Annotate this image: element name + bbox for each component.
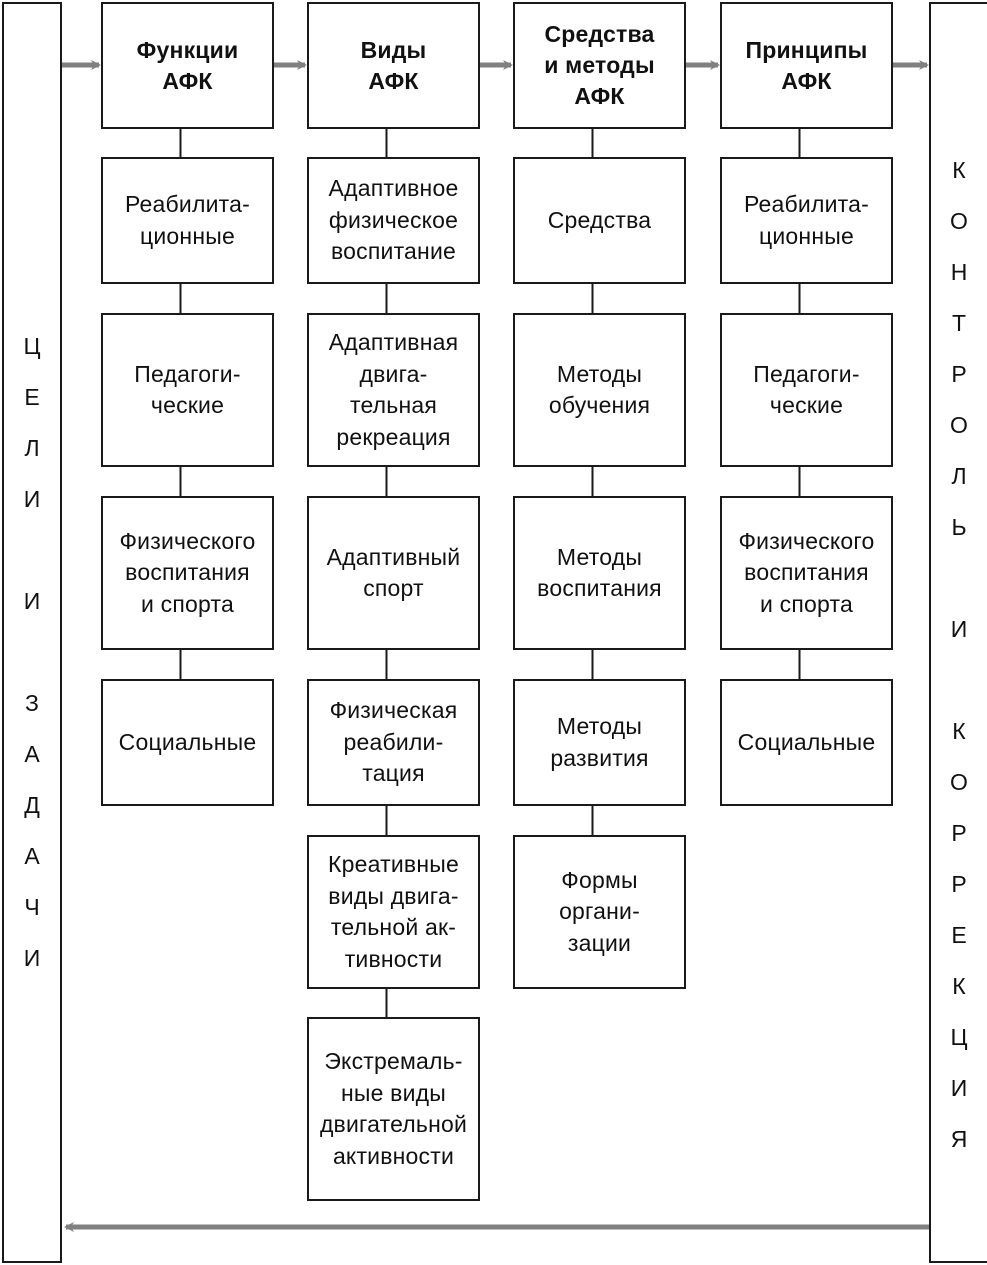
vertical-letter: Р bbox=[951, 361, 967, 387]
column-2-item-label: Адаптивный спорт bbox=[326, 543, 461, 602]
vertical-letter: Л bbox=[24, 435, 40, 461]
vertical-letter: Н bbox=[950, 259, 968, 285]
column-2-item: Адаптивная двига- тельная рекреация bbox=[307, 313, 480, 467]
column-2-item: Экстремаль- ные виды двигательной активн… bbox=[307, 1017, 480, 1201]
column-1-item: Педагоги- ческие bbox=[101, 313, 274, 467]
column-1-item: Социальные bbox=[101, 679, 274, 806]
vertical-letter: Ч bbox=[24, 894, 40, 920]
column-3-item-label: Методы воспитания bbox=[537, 543, 662, 602]
vertical-letter: О bbox=[950, 208, 968, 234]
column-header-3-label: Средства и методы АФК bbox=[544, 21, 655, 109]
column-3-item-label: Средства bbox=[547, 206, 652, 233]
vertical-letter: Е bbox=[951, 922, 967, 948]
vertical-letter: З bbox=[25, 690, 39, 716]
column-header-4-label: Принципы АФК bbox=[745, 36, 868, 94]
vertical-letter: И bbox=[23, 588, 41, 614]
column-header-3: Средства и методы АФК bbox=[513, 2, 686, 129]
column-2-item: Физическая реабили- тация bbox=[307, 679, 480, 806]
vertical-letter: А bbox=[24, 843, 40, 869]
vertical-letter: Ь bbox=[951, 514, 967, 540]
column-1-item: Физического воспитания и спорта bbox=[101, 496, 274, 650]
vertical-letter: И bbox=[23, 486, 41, 512]
column-3-item-label: Методы обучения bbox=[548, 360, 651, 419]
vertical-letter: Я bbox=[950, 1126, 968, 1152]
vertical-letter: Л bbox=[951, 463, 967, 489]
column-header-4: Принципы АФК bbox=[720, 2, 893, 129]
vertical-letter: К bbox=[952, 718, 966, 744]
vertical-letter: А bbox=[24, 741, 40, 767]
column-4-item: Реабилита- ционные bbox=[720, 157, 893, 284]
column-1-item-label: Педагоги- ческие bbox=[134, 360, 241, 419]
column-3-item: Методы обучения bbox=[513, 313, 686, 467]
vertical-letter: И bbox=[950, 1075, 968, 1101]
vertical-letter: О bbox=[950, 412, 968, 438]
column-2-item: Адаптивное физическое воспитание bbox=[307, 157, 480, 284]
column-header-1: Функции АФК bbox=[101, 2, 274, 129]
column-1-item-label: Реабилита- ционные bbox=[125, 191, 250, 249]
column-4-item-label: Социальные bbox=[737, 728, 876, 755]
vertical-letter: К bbox=[952, 973, 966, 999]
column-header-1-label: Функции АФК bbox=[136, 36, 239, 94]
column-2-item: Креативные виды двига- тельной ак- тивно… bbox=[307, 835, 480, 989]
vertical-letter: Т bbox=[951, 310, 967, 336]
vertical-letter: Р bbox=[951, 871, 967, 897]
vertical-letter: К bbox=[952, 157, 966, 183]
column-2-item: Адаптивный спорт bbox=[307, 496, 480, 650]
column-header-2: Виды АФК bbox=[307, 2, 480, 129]
column-4-item-label: Педагоги- ческие bbox=[753, 360, 860, 419]
column-2-item-label: Креативные виды двига- тельной ак- тивно… bbox=[328, 851, 459, 972]
column-2-item-label: Физическая реабили- тация bbox=[329, 697, 458, 787]
column-3-item: Формы органи- зации bbox=[513, 835, 686, 989]
column-3-item: Методы воспитания bbox=[513, 496, 686, 650]
column-1-item-label: Физического воспитания и спорта bbox=[119, 527, 256, 617]
column-2-item-label: Адаптивная двига- тельная рекреация bbox=[328, 329, 459, 450]
column-4-item: Социальные bbox=[720, 679, 893, 806]
column-3-item-label: Формы органи- зации bbox=[559, 866, 640, 956]
column-3-item-label: Методы развития bbox=[550, 713, 649, 771]
column-4-item: Физического воспитания и спорта bbox=[720, 496, 893, 650]
vertical-letter: Ц bbox=[23, 333, 41, 359]
column-3-item: Методы развития bbox=[513, 679, 686, 806]
vertical-letter: Ц bbox=[950, 1024, 968, 1050]
column-4-item-label: Реабилита- ционные bbox=[744, 191, 869, 249]
column-2-item-label: Экстремаль- ные виды двигательной активн… bbox=[319, 1048, 468, 1169]
column-4-item: Педагоги- ческие bbox=[720, 313, 893, 467]
vertical-letter: Р bbox=[951, 820, 967, 846]
column-1-item-label: Социальные bbox=[118, 728, 257, 755]
column-header-2-label: Виды АФК bbox=[360, 36, 427, 94]
column-1-item: Реабилита- ционные bbox=[101, 157, 274, 284]
vertical-letter: Е bbox=[24, 384, 40, 410]
column-4-item-label: Физического воспитания и спорта bbox=[738, 527, 875, 617]
vertical-letter: И bbox=[950, 616, 968, 642]
column-2-item-label: Адаптивное физическое воспитание bbox=[328, 175, 459, 265]
vertical-letter: О bbox=[950, 769, 968, 795]
vertical-letter: Д bbox=[24, 792, 40, 818]
column-3-item: Средства bbox=[513, 157, 686, 284]
vertical-letter: И bbox=[23, 945, 41, 971]
